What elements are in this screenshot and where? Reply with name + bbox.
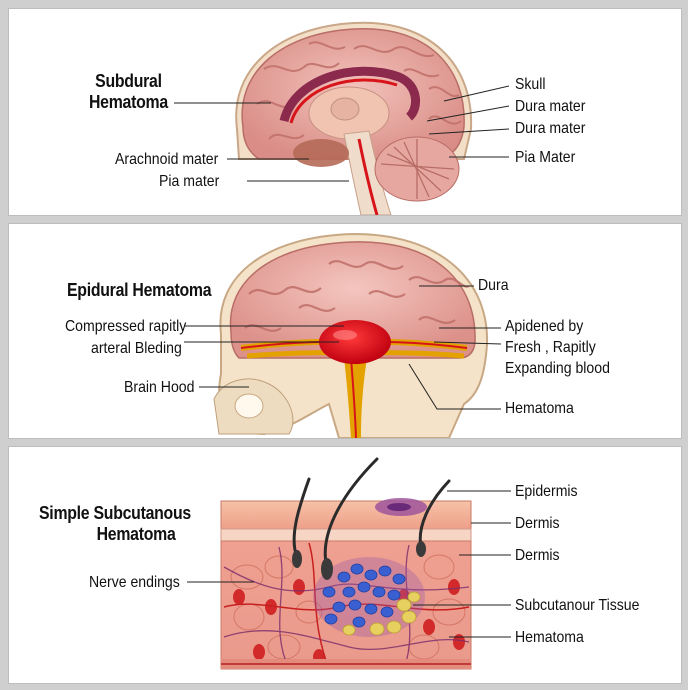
label-subcutaneous-tissue: Subcutanour Tissue bbox=[515, 597, 640, 614]
label-skull: Skull bbox=[515, 76, 546, 93]
label-expanding-blood: Expanding blood bbox=[505, 360, 610, 377]
label-apidened: Apidened by bbox=[505, 318, 584, 335]
epidural-title: Epidural Hematoma bbox=[67, 280, 212, 300]
label-epidural-hematoma: Hematoma bbox=[505, 400, 574, 417]
skin-cross-section-illustration bbox=[220, 457, 472, 670]
label-dura: Dura bbox=[478, 277, 509, 294]
label-epidermis: Epidermis bbox=[515, 483, 578, 500]
label-brain-hood: Brain Hood bbox=[124, 379, 195, 396]
label-dermis-2: Dermis bbox=[515, 547, 560, 564]
subdural-brain-illustration bbox=[235, 21, 473, 215]
subdural-panel: Subdural Hematoma Skull Dura mater Dura … bbox=[8, 8, 682, 216]
subdural-title-line1: Subdural bbox=[95, 71, 162, 91]
subcutaneous-title-line2: Hematoma bbox=[96, 524, 176, 544]
label-fresh: Fresh , Rapitly bbox=[505, 339, 596, 356]
subcutaneous-title: Simple Subcutanous Hematoma bbox=[39, 503, 191, 545]
label-dermis-1: Dermis bbox=[515, 515, 560, 532]
subdural-title: Subdural Hematoma bbox=[89, 71, 168, 113]
label-compressed-line2: arteral Bleding bbox=[91, 340, 182, 357]
label-subcutaneous-hematoma: Hematoma bbox=[515, 629, 584, 646]
subdural-title-line2: Hematoma bbox=[89, 92, 168, 112]
label-pia-mater-right: Pia Mater bbox=[515, 149, 576, 166]
label-dura-mater-1: Dura mater bbox=[515, 98, 586, 115]
subcutaneous-panel: Simple Subcutanous Hematoma Nerve ending… bbox=[8, 446, 682, 684]
label-nerve-endings: Nerve endings bbox=[89, 574, 180, 591]
label-dura-mater-2: Dura mater bbox=[515, 120, 586, 137]
label-pia-mater-left: Pia mater bbox=[159, 173, 220, 190]
subcutaneous-title-line1: Simple Subcutanous bbox=[39, 503, 191, 523]
label-compressed-line1: Compressed rapitly bbox=[65, 318, 187, 335]
label-arachnoid-mater: Arachnoid mater bbox=[115, 151, 219, 168]
epidural-panel: Epidural Hematoma Dura Compressed rapitl… bbox=[8, 223, 682, 439]
